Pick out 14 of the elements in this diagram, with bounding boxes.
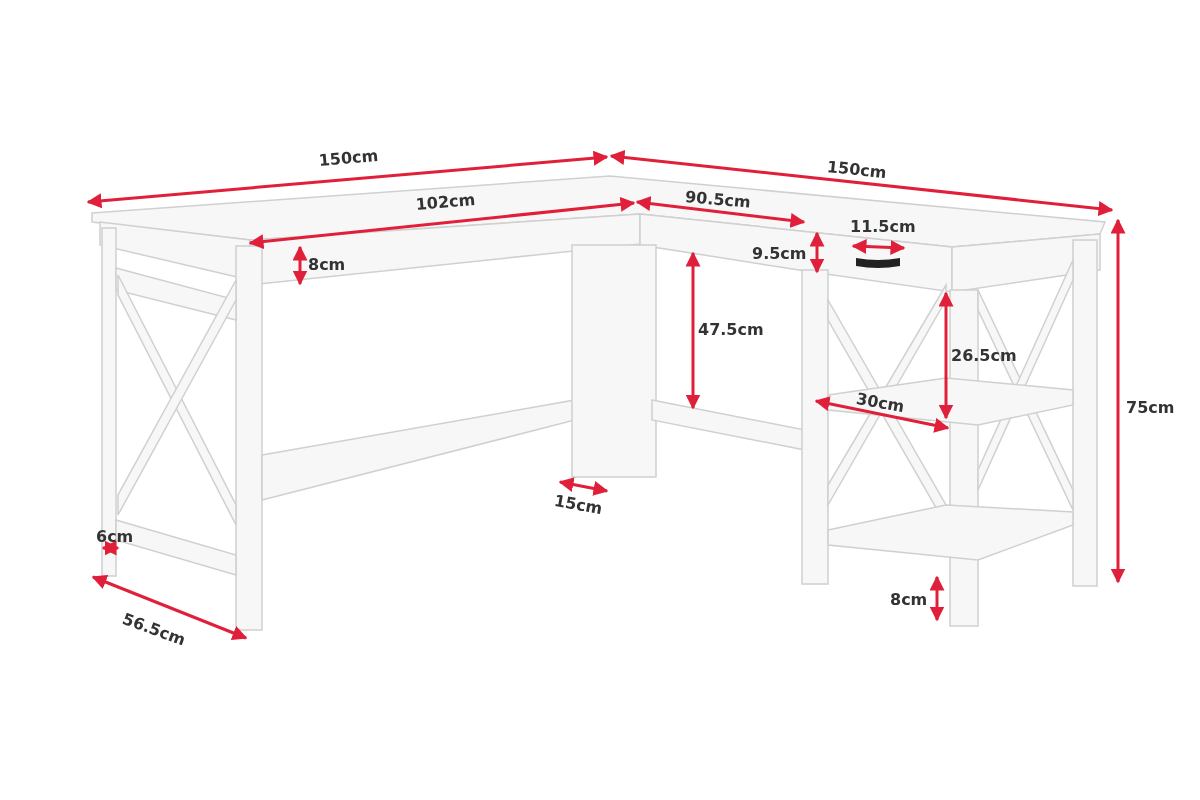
dimension-label: 90.5cm [684,188,752,212]
dimension-label: 8cm [890,591,928,609]
dimension-label: 11.5cm [850,218,916,236]
dimension-label: 8cm [308,256,346,274]
dimension-label: 30cm [854,390,906,417]
dimension-label: 6cm [96,528,134,546]
dimension-label: 102cm [415,190,476,214]
dimension-label: 15cm [552,492,604,519]
dimension-label: 150cm [826,158,888,183]
dimension-label: 26.5cm [951,347,1017,365]
dimension-label: 47.5cm [698,321,764,339]
dimension-label: 150cm [318,146,379,170]
dimension-label: 9.5cm [752,245,807,263]
dimension-label: 75cm [1126,399,1175,417]
